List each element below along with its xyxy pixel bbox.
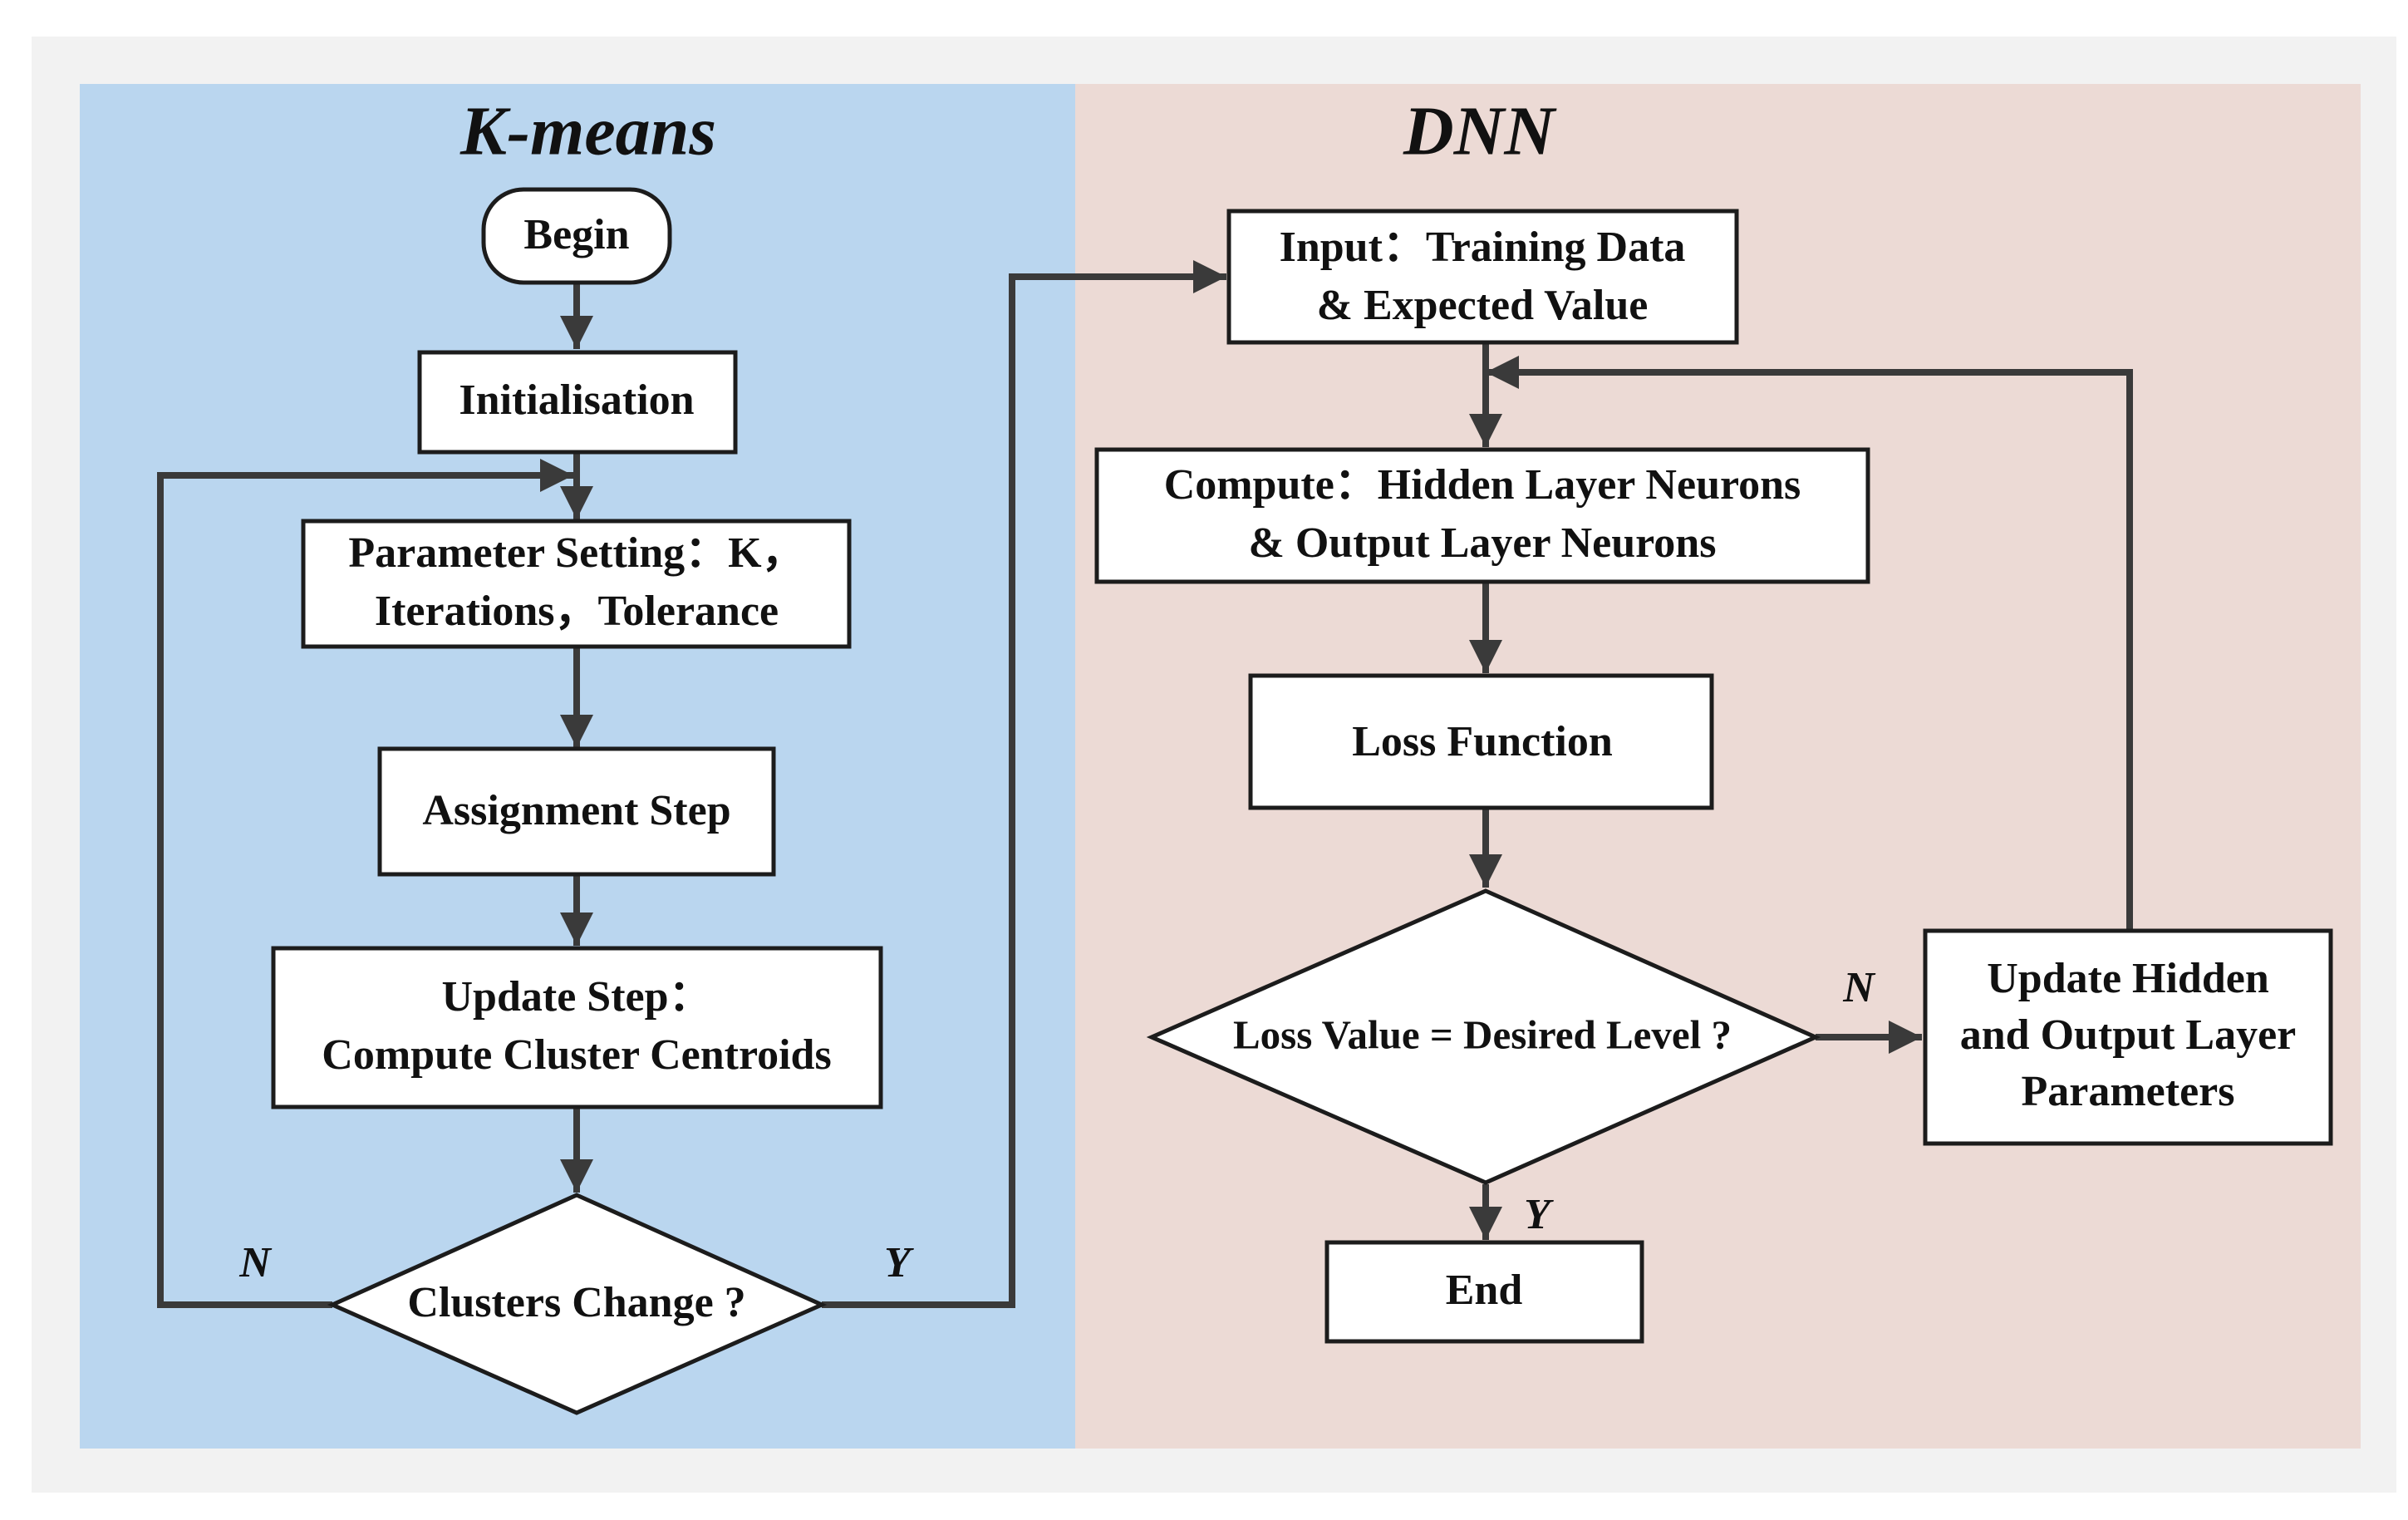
loss-decision-diamond — [1146, 888, 1821, 1185]
update-params-line-3: Parameters — [2022, 1068, 2235, 1115]
initialisation-label: Initialisation — [459, 376, 694, 424]
end-label: End — [1446, 1267, 1523, 1314]
initialisation-node: Initialisation — [417, 350, 738, 455]
dnn-edges — [1469, 342, 2133, 1240]
kmeans-yes-label: Y — [884, 1239, 914, 1286]
update-step-box — [271, 946, 883, 1109]
assignment-step-node: Assignment Step — [377, 746, 776, 877]
compute-line-1: Compute：Hidden Layer Neurons — [1164, 461, 1801, 509]
parameter-setting-box — [301, 519, 852, 649]
end-node: End — [1324, 1240, 1644, 1344]
update-step-line-1: Update Step： — [441, 973, 711, 1021]
update-params-node: Update Hidden and Output Layer Parameter… — [1923, 928, 2333, 1146]
assignment-step-box — [377, 746, 776, 877]
compute-box — [1094, 447, 1870, 584]
clusters-change-diamond — [327, 1193, 828, 1415]
loss-decision-label: Loss Value = Desired Level ? — [1233, 1011, 1732, 1057]
clusters-change-decision-node: Clusters Change ? — [327, 1193, 828, 1415]
update-params-line-2: and Output Layer — [1960, 1011, 2297, 1059]
end-box — [1324, 1240, 1644, 1344]
parameter-setting-node: Parameter Setting：K， Iterations，Toleranc… — [301, 519, 852, 649]
loss-decision-node: Loss Value = Desired Level ? — [1146, 888, 1821, 1185]
dnn-no-label: N — [1842, 964, 1876, 1011]
loss-function-box — [1248, 673, 1714, 810]
kmeans-title: K-means — [459, 92, 716, 170]
loss-function-node: Loss Function — [1248, 673, 1714, 810]
update-params-box — [1923, 928, 2333, 1146]
begin-label: Begin — [523, 211, 629, 258]
begin-node: Begin — [481, 187, 672, 285]
input-line-2: & Expected Value — [1317, 282, 1649, 329]
compute-node: Compute：Hidden Layer Neurons & Output La… — [1094, 447, 1870, 584]
edge-decision-no-loop — [157, 459, 573, 1308]
parameter-setting-line-1: Parameter Setting：K， — [348, 529, 804, 577]
kmeans-no-label: N — [238, 1239, 273, 1286]
initialisation-box — [417, 350, 738, 455]
clusters-change-label: Clusters Change ? — [407, 1279, 745, 1326]
assignment-step-label: Assignment Step — [422, 787, 730, 834]
edge-update-params-feedback — [1486, 356, 2133, 929]
begin-terminal — [481, 187, 672, 285]
update-step-node: Update Step： Compute Cluster Centroids — [271, 946, 883, 1109]
loss-function-label: Loss Function — [1352, 718, 1613, 765]
input-node: Input：Training Data & Expected Value — [1226, 209, 1739, 345]
input-line-1: Input：Training Data — [1280, 224, 1686, 271]
compute-line-2: & Output Layer Neurons — [1249, 519, 1717, 567]
update-step-line-2: Compute Cluster Centroids — [322, 1031, 831, 1079]
edge-decision-yes-to-dnn-input — [822, 260, 1226, 1308]
dnn-title: DNN — [1403, 92, 1557, 170]
dnn-yes-label: Y — [1524, 1191, 1554, 1238]
input-box — [1226, 209, 1739, 345]
update-params-line-1: Update Hidden — [1987, 955, 2269, 1002]
kmeans-edges — [157, 260, 1226, 1308]
parameter-setting-line-2: Iterations，Tolerance — [375, 588, 779, 635]
